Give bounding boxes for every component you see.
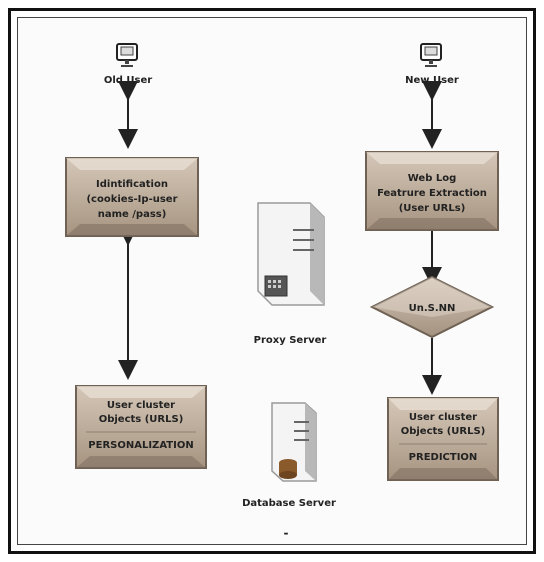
prediction-cluster-box: User cluster Objects (URLS) PREDICTION [387, 397, 499, 481]
footer-mark: - [284, 526, 289, 540]
personalization-footer: PERSONALIZATION [88, 440, 193, 451]
decision-label: Un.S.NN [409, 303, 456, 314]
decision-node: Un.S.NN [369, 275, 495, 339]
personalization-cluster-line-2: Objects (URLS) [99, 414, 184, 425]
database-server-label: Database Server [242, 498, 336, 509]
diagram-frame: Old User New User Idintification [8, 8, 536, 554]
proxy-server-icon [257, 202, 325, 306]
old-user-label: Old User [104, 75, 152, 86]
new-user-computer-icon [420, 43, 442, 67]
proxy-server-label: Proxy Server [254, 335, 327, 346]
flow-diagram: Old User New User Idintification [65, 43, 499, 540]
identification-line-2: (cookies-Ip-user [86, 194, 177, 205]
feature-line-2: Featrure Extraction [377, 188, 487, 199]
feature-line-1: Web Log [408, 173, 457, 184]
personalization-cluster-box: User cluster Objects (URLS) PERSONALIZAT… [75, 385, 207, 469]
feature-line-3: (User URLs) [399, 203, 466, 214]
database-server-icon [271, 402, 317, 482]
new-user-label: New User [405, 75, 459, 86]
prediction-cluster-line-1: User cluster [409, 412, 477, 423]
personalization-cluster-line-1: User cluster [107, 400, 175, 411]
identification-box: Idintification (cookies-Ip-user name /pa… [65, 157, 199, 237]
identification-line-1: Idintification [96, 179, 168, 190]
identification-line-3: name /pass) [98, 209, 167, 220]
feature-extraction-box: Web Log Featrure Extraction (User URLs) [365, 151, 499, 231]
prediction-cluster-line-2: Objects (URLS) [401, 426, 486, 437]
old-user-computer-icon [116, 43, 138, 67]
prediction-footer: PREDICTION [409, 452, 478, 463]
diagram-canvas: Old User New User Idintification [17, 17, 527, 545]
